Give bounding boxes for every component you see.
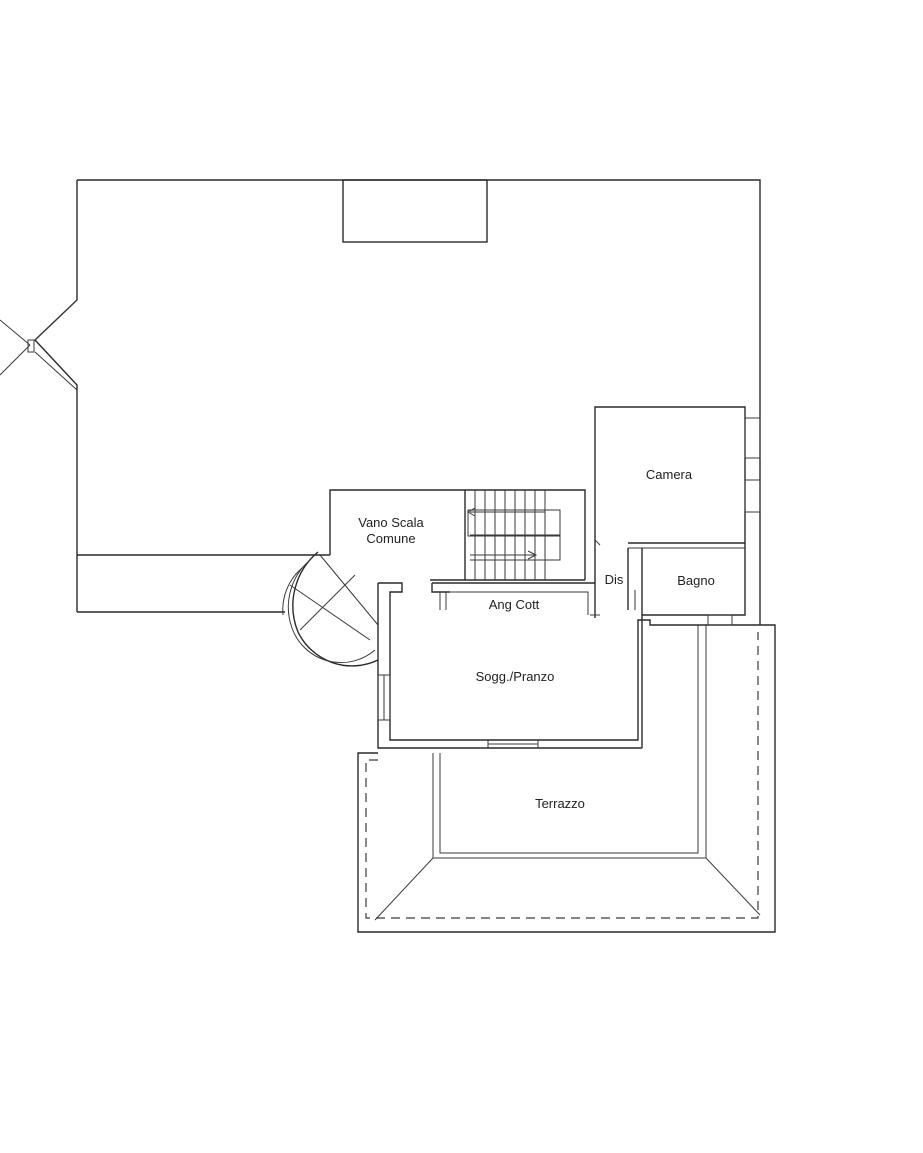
bedroom-bath-block (594, 406, 761, 626)
bagno-label: Bagno (677, 573, 715, 588)
vano-scala-label-line1: Vano Scala (358, 515, 424, 530)
stairwell (329, 489, 586, 581)
terrazzo-label: Terrazzo (535, 796, 585, 811)
sogg-pranzo-label: Sogg./Pranzo (475, 669, 555, 684)
roof-opening (342, 179, 488, 243)
vano-scala-label: Vano Scala Comune (352, 515, 430, 547)
vano-scala-label-line2: Comune (366, 531, 416, 546)
terrace (357, 624, 776, 933)
outer-building-outline (0, 179, 761, 625)
dis-label: Dis (604, 572, 624, 587)
spiral-element (282, 551, 379, 667)
ang-cott-label: Ang Cott (488, 597, 540, 612)
camera-label: Camera (645, 467, 693, 482)
apartment-walls (377, 582, 760, 749)
